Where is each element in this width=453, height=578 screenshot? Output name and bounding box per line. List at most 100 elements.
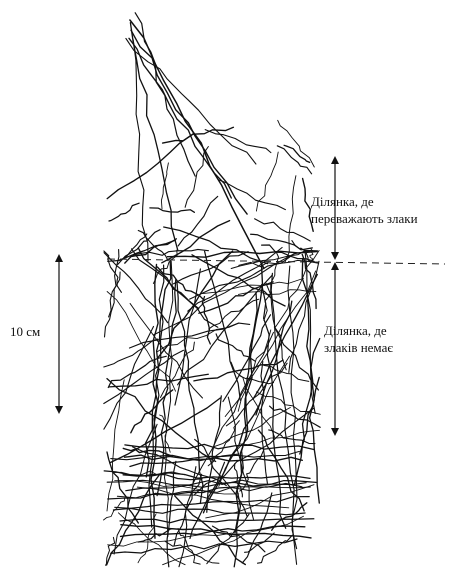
root-strand: [304, 249, 316, 415]
root-strand: [131, 248, 209, 256]
root-strand: [106, 291, 176, 392]
root-strand: [276, 145, 313, 175]
root-strand: [301, 253, 317, 310]
root-strand: [189, 249, 313, 300]
root-strand: [156, 266, 206, 302]
root-strand: [129, 22, 179, 251]
root-strand: [108, 248, 120, 318]
root-strand: [103, 338, 159, 368]
root-strand: [124, 443, 315, 451]
root-network: [103, 12, 321, 568]
root-strand: [110, 450, 300, 461]
root-strand: [255, 151, 279, 212]
root-strand: [109, 397, 221, 464]
root-strand: [107, 355, 167, 389]
root-strand: [107, 532, 233, 547]
root-strand: [191, 254, 286, 307]
root-strand: [208, 298, 260, 330]
root-strand: [198, 281, 274, 314]
root-strand: [160, 341, 195, 398]
root-strand: [215, 333, 256, 362]
root-strand: [103, 252, 169, 324]
root-strand: [218, 355, 290, 487]
root-strand: [116, 486, 311, 499]
root-strand: [130, 389, 174, 434]
root-strand: [162, 515, 304, 566]
boundary-dashed-line: [107, 258, 446, 265]
root-strand: [161, 126, 235, 144]
root-strand: [159, 414, 171, 453]
root-strand: [224, 270, 317, 417]
root-strand: [184, 145, 209, 208]
root-strand: [136, 486, 290, 509]
root-strand: [107, 482, 303, 500]
root-strand: [237, 329, 272, 412]
lower-zone-label-line1: Ділянка, де: [324, 323, 387, 338]
root-strand: [106, 479, 307, 486]
root-strand: [301, 177, 314, 232]
root-strand: [260, 361, 268, 484]
root-strand: [202, 277, 304, 295]
root-strand: [201, 295, 211, 345]
root-strand: [256, 534, 293, 564]
root-strand: [194, 438, 248, 517]
root-strand: [103, 271, 121, 338]
root-strand: [106, 451, 139, 524]
root-strand: [144, 260, 172, 478]
root-strand: [176, 281, 204, 505]
root-strand: [106, 133, 194, 200]
root-strand: [206, 513, 250, 565]
root-strand: [152, 249, 178, 284]
root-strand: [193, 359, 284, 382]
root-strand: [153, 253, 295, 336]
root-strand: [119, 518, 315, 524]
root-strand: [283, 144, 311, 164]
root-strand: [218, 179, 286, 211]
root-strand: [166, 250, 318, 258]
root-strand: [112, 507, 306, 516]
root-strand: [177, 528, 201, 565]
root-strand: [206, 395, 222, 513]
root-strand: [130, 29, 248, 215]
root-strand: [238, 259, 320, 268]
root-strand: [103, 349, 185, 405]
root-strand: [178, 466, 197, 568]
root-strand: [125, 479, 317, 492]
root-strand: [120, 524, 312, 539]
root-strand: [129, 302, 204, 399]
root-strand: [254, 218, 311, 242]
root-strand: [288, 260, 320, 374]
root-strand: [132, 39, 149, 262]
root-strand: [128, 37, 232, 199]
root-strand: [204, 129, 272, 154]
root-strand: [164, 540, 220, 564]
root-strand: [163, 260, 174, 537]
root-strand: [160, 162, 169, 210]
root-strand: [107, 238, 178, 262]
root-strand: [124, 239, 177, 264]
root-strand: [103, 325, 155, 430]
root-strand: [106, 377, 217, 463]
root-strand: [261, 244, 315, 262]
root-strand: [149, 207, 196, 213]
root-strand: [123, 454, 303, 462]
root-strand: [284, 175, 297, 264]
root-strand: [255, 300, 293, 416]
root-strand: [233, 463, 243, 498]
root-strand: [114, 495, 310, 509]
root-strand: [105, 536, 116, 566]
root-strand: [108, 202, 140, 222]
root-strand: [125, 37, 257, 165]
root-strand: [106, 379, 125, 512]
root-strand: [212, 407, 291, 448]
root-strand: [252, 273, 318, 400]
root-strand: [157, 250, 234, 359]
root-strand: [117, 229, 161, 265]
root-strand: [299, 337, 321, 455]
root-strand: [271, 502, 308, 531]
root-strand: [273, 326, 319, 391]
root-strand: [122, 472, 311, 480]
root-strand: [287, 265, 298, 565]
root-strand: [129, 453, 240, 468]
